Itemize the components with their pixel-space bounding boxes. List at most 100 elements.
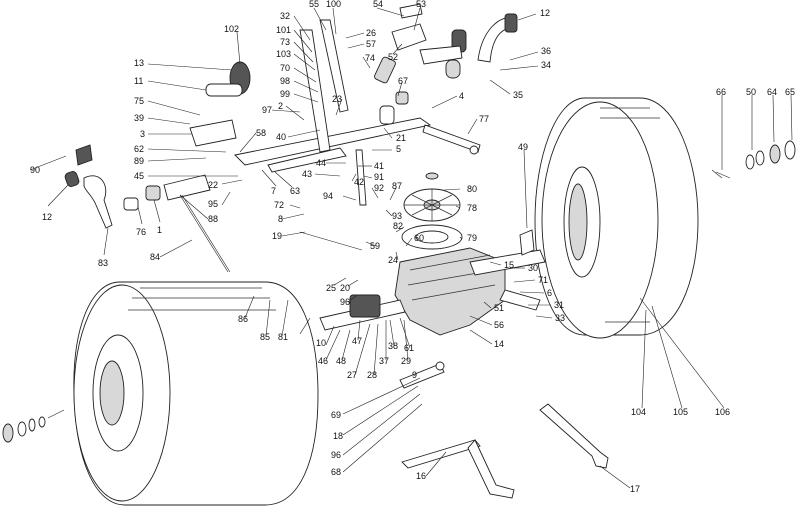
label-19: 19 (272, 231, 282, 241)
label-57: 57 (366, 39, 376, 49)
label-83: 83 (98, 258, 108, 268)
label-16: 16 (416, 471, 426, 481)
label-61: 61 (404, 343, 414, 353)
label-33: 33 (555, 313, 565, 323)
label-67: 67 (398, 76, 408, 86)
label-73: 73 (280, 37, 290, 47)
label-96-lower: 96 (331, 450, 341, 460)
label-34: 34 (541, 60, 551, 70)
label-53: 53 (416, 0, 426, 9)
label-64: 64 (767, 87, 777, 97)
bracket-49 (519, 149, 535, 256)
bracket-16 (401, 439, 515, 499)
label-6: 6 (547, 288, 552, 298)
label-46: 46 (318, 356, 328, 366)
label-20: 20 (340, 283, 350, 293)
label-86: 86 (238, 314, 248, 324)
top-right-pedal (419, 13, 518, 79)
label-58: 58 (256, 128, 266, 138)
right-hub-washers (715, 140, 796, 179)
label-69: 69 (331, 410, 341, 420)
label-54: 54 (373, 0, 383, 9)
label-78: 78 (467, 203, 477, 213)
label-74: 74 (365, 53, 375, 63)
label-82: 82 (393, 221, 403, 231)
leader-lines (29, 7, 793, 489)
label-39: 39 (134, 113, 144, 123)
frame-linkage (123, 3, 432, 211)
label-12-left: 12 (42, 212, 52, 222)
label-18: 18 (333, 431, 343, 441)
label-5: 5 (396, 144, 401, 154)
label-87: 87 (392, 181, 402, 191)
label-68: 68 (331, 467, 341, 477)
label-94: 94 (323, 191, 333, 201)
label-44: 44 (316, 158, 326, 168)
label-76: 76 (136, 227, 146, 237)
label-10: 10 (316, 338, 326, 348)
label-4: 4 (459, 91, 464, 101)
label-71: 71 (538, 275, 548, 285)
label-43: 43 (302, 169, 312, 179)
label-101: 101 (276, 25, 291, 35)
label-70: 70 (280, 63, 290, 73)
label-48: 48 (336, 356, 346, 366)
left-tire (73, 281, 319, 506)
label-105: 105 (673, 407, 688, 417)
left-brake-pedal (64, 144, 113, 229)
label-99: 99 (280, 89, 290, 99)
label-96-upper: 96 (340, 297, 350, 307)
label-50: 50 (746, 87, 756, 97)
label-84: 84 (150, 252, 160, 262)
label-100: 100 (326, 0, 341, 9)
pivot-66 (711, 169, 723, 179)
label-93: 93 (392, 211, 402, 221)
label-60: 60 (414, 233, 424, 243)
label-79: 79 (467, 233, 477, 243)
label-45: 45 (134, 171, 144, 181)
label-38: 38 (388, 341, 398, 351)
label-91: 91 (374, 172, 384, 182)
label-52: 52 (388, 52, 398, 62)
label-51: 51 (494, 303, 504, 313)
label-103: 103 (276, 49, 291, 59)
label-22: 22 (208, 180, 218, 190)
label-26: 26 (366, 28, 376, 38)
top-left-pedal (205, 61, 251, 97)
label-92: 92 (374, 183, 384, 193)
label-9: 9 (412, 370, 417, 380)
label-25: 25 (326, 283, 336, 293)
label-55: 55 (309, 0, 319, 9)
label-89: 89 (134, 156, 144, 166)
label-11: 11 (134, 76, 143, 86)
cooling-fan (403, 188, 461, 222)
label-30: 30 (528, 263, 538, 273)
label-106: 106 (715, 407, 730, 417)
label-63: 63 (290, 186, 300, 196)
label-36: 36 (541, 46, 551, 56)
label-90: 90 (30, 165, 40, 175)
label-17: 17 (630, 484, 640, 494)
label-27: 27 (347, 370, 357, 380)
label-15: 15 (504, 260, 514, 270)
label-3: 3 (140, 129, 145, 139)
axle-shaft (422, 124, 481, 155)
right-tire (534, 97, 699, 339)
label-8: 8 (278, 214, 283, 224)
label-2: 2 (278, 101, 283, 111)
label-41: 41 (374, 161, 384, 171)
label-23: 23 (332, 94, 342, 104)
transaxle (319, 247, 546, 336)
label-1: 1 (157, 225, 162, 235)
label-80: 80 (467, 184, 477, 194)
label-102: 102 (224, 24, 239, 34)
label-62: 62 (134, 144, 144, 154)
label-42: 42 (354, 177, 364, 187)
label-32: 32 (280, 11, 290, 21)
label-49: 49 (518, 142, 528, 152)
label-28: 28 (367, 370, 377, 380)
label-104: 104 (631, 407, 646, 417)
label-75: 75 (134, 96, 144, 106)
control-cable (179, 194, 363, 273)
label-98: 98 (280, 76, 290, 86)
